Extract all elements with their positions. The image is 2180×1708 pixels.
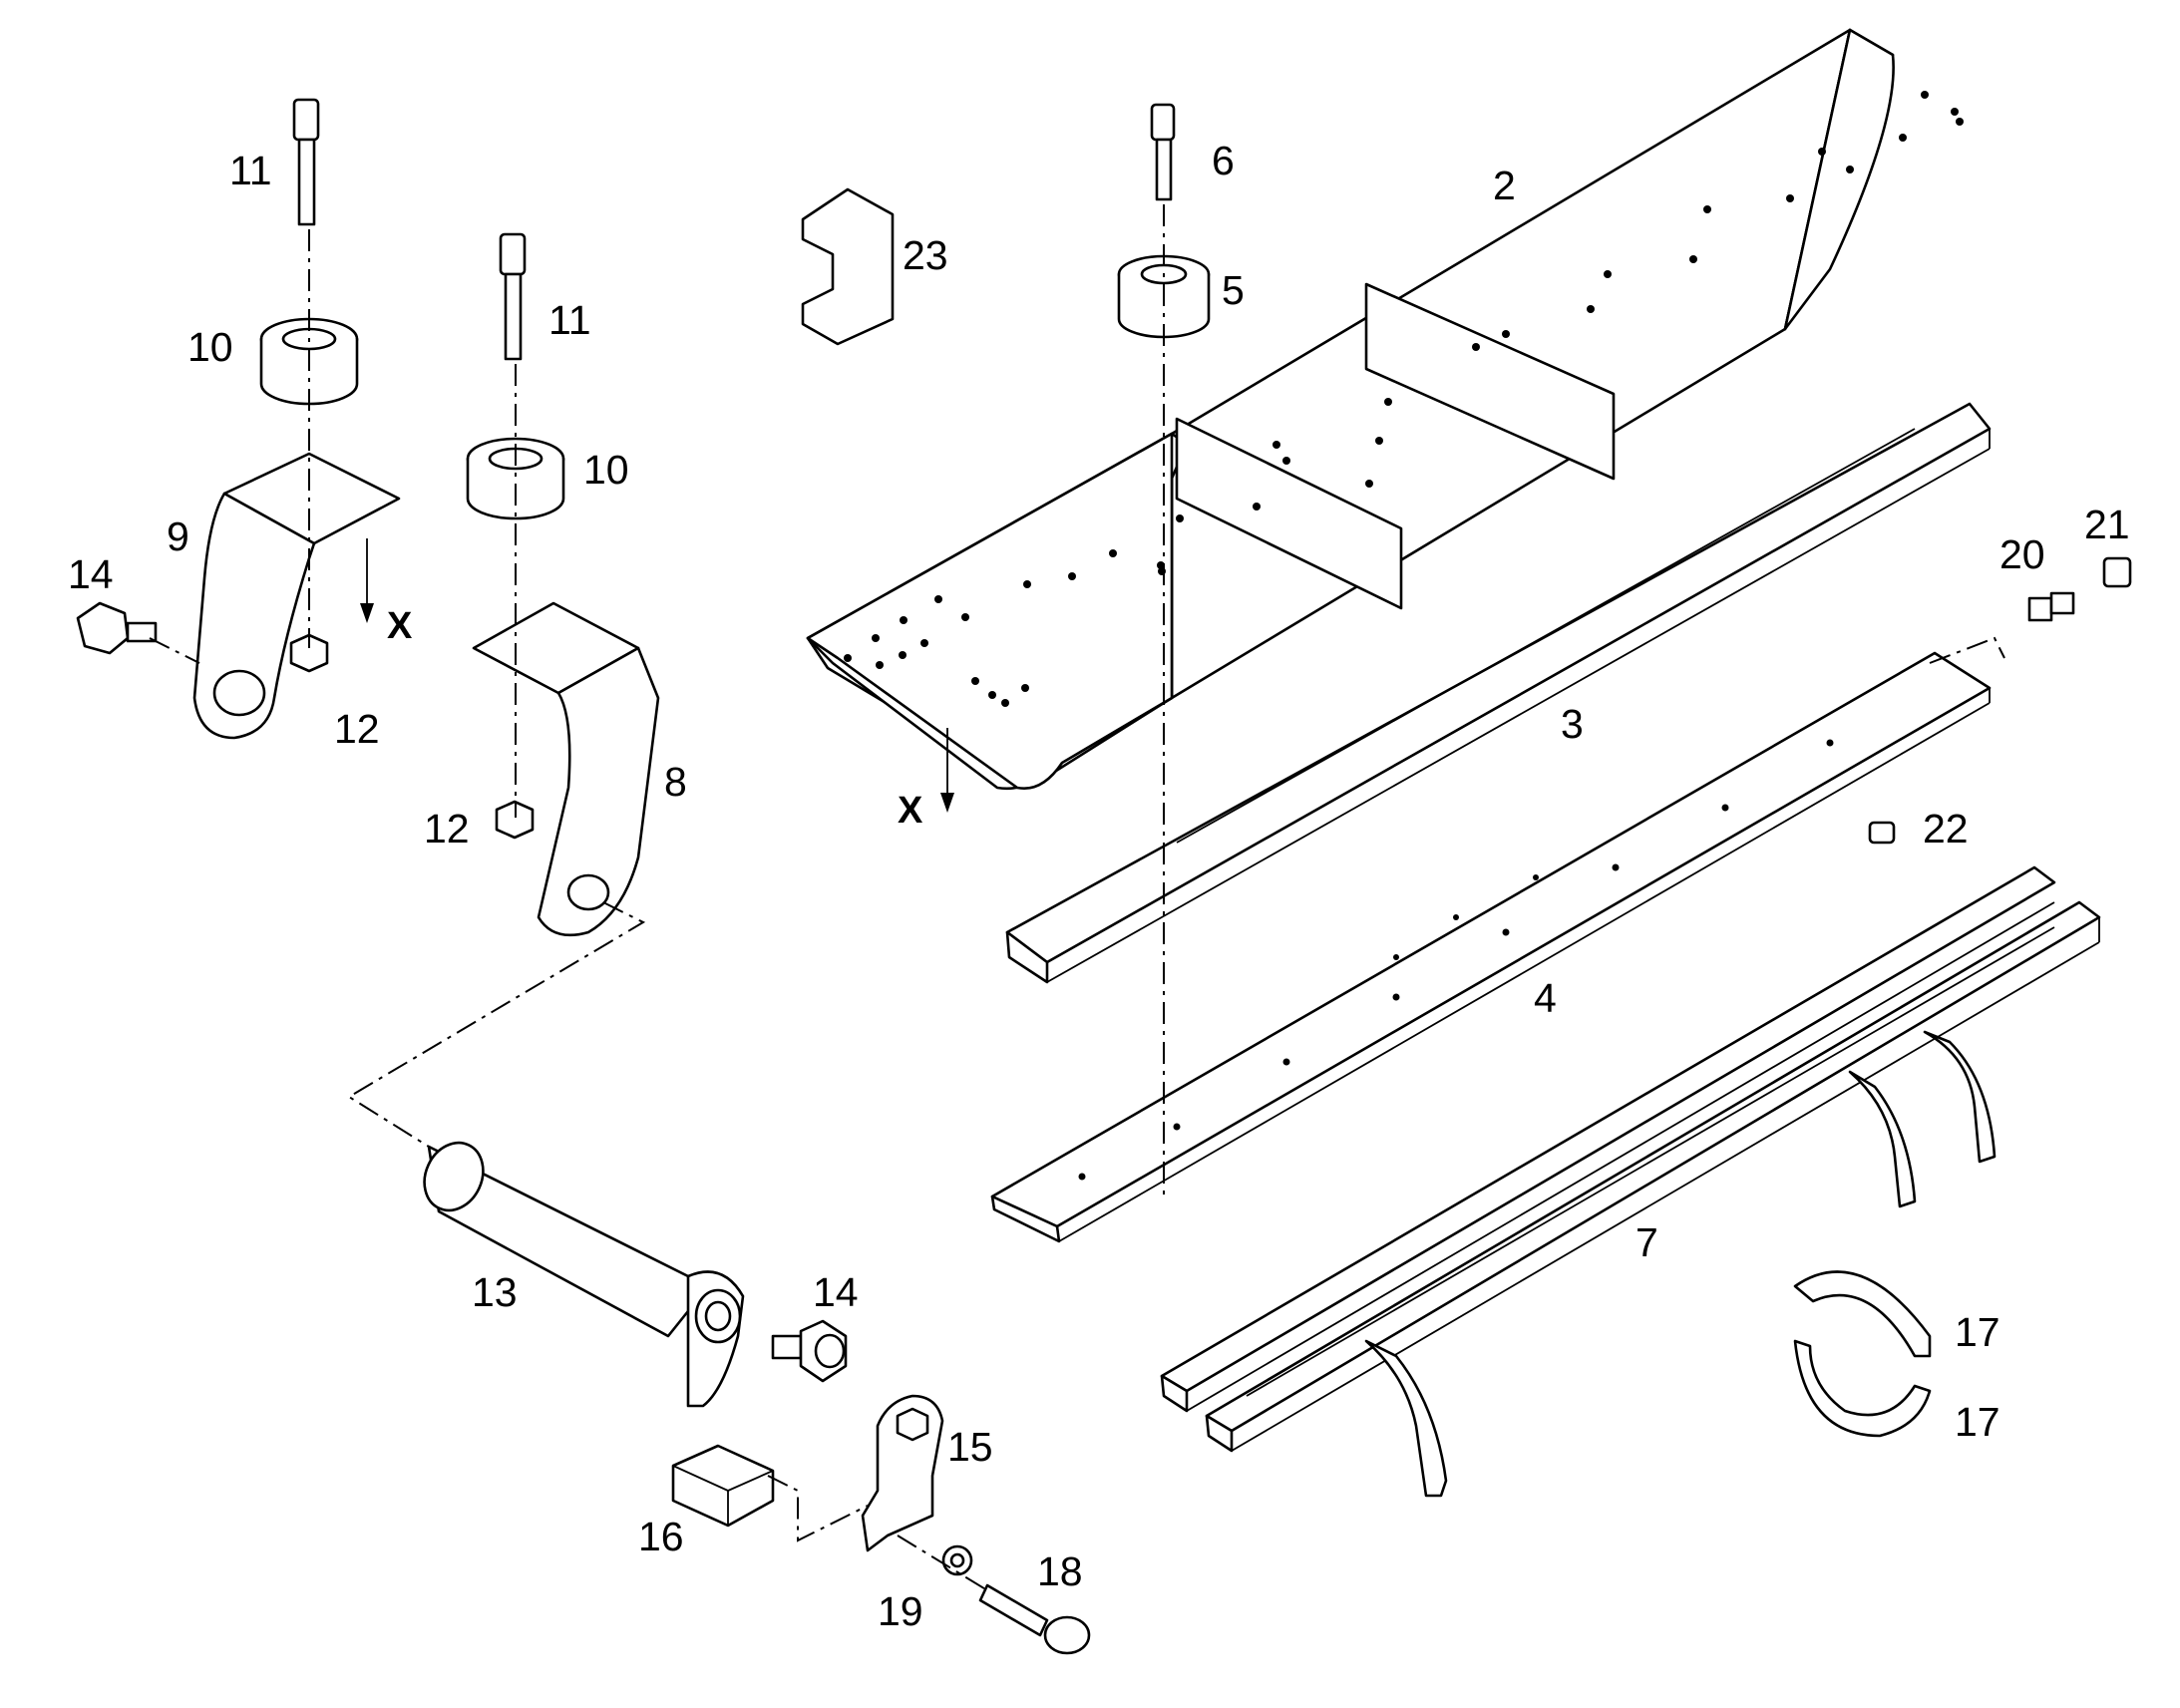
label-22: 22 (1923, 806, 1969, 852)
label-11b: 11 (548, 297, 591, 343)
label-11a: 11 (229, 148, 272, 193)
label-10b: 10 (583, 447, 629, 493)
part-11-bolt-left (292, 98, 320, 226)
label-13: 13 (472, 1269, 518, 1315)
label-17a: 17 (1955, 1309, 2000, 1355)
label-8: 8 (664, 759, 687, 805)
x-arrows (360, 538, 954, 813)
label-12b: 12 (424, 806, 470, 852)
part-17-clamp-upper (1793, 1270, 1932, 1358)
label-19: 19 (878, 1588, 923, 1634)
label-4: 4 (1534, 975, 1557, 1021)
label-14a: 14 (68, 551, 114, 597)
label-21: 21 (2084, 502, 2130, 547)
part-7-rail-frame (1160, 865, 2101, 1498)
label-7: 7 (1635, 1219, 1658, 1265)
label-14b: 14 (813, 1269, 859, 1315)
label-5: 5 (1222, 267, 1245, 313)
label-16: 16 (638, 1514, 684, 1559)
label-x-center: X (898, 790, 923, 832)
part-13-tube (423, 1141, 745, 1408)
label-18: 18 (1037, 1548, 1083, 1594)
label-9: 9 (167, 513, 189, 559)
part-9-hanger (192, 452, 401, 740)
part-labels: 2 3 4 5 6 7 8 9 10 10 11 11 12 12 13 14 … (68, 138, 2130, 1634)
part-22-screw (1868, 821, 1896, 845)
part-2-beam (806, 28, 1964, 791)
part-17-clamp-lower (1793, 1339, 1932, 1438)
part-8-hanger (472, 601, 660, 937)
assembly-lines (149, 204, 2005, 1591)
part-4-plate (990, 651, 1992, 1243)
part-21-cap (2102, 556, 2132, 588)
part-3-slotted-bar (1005, 402, 1992, 984)
label-12a: 12 (334, 706, 380, 752)
label-2: 2 (1493, 163, 1516, 208)
label-6: 6 (1212, 138, 1235, 183)
part-16-block (671, 1444, 775, 1528)
part-14-pin-right (771, 1319, 848, 1383)
part-18-bolt (978, 1583, 1091, 1655)
label-20: 20 (1999, 531, 2045, 577)
part-23-bracket (801, 187, 895, 346)
part-14-pin-left (76, 601, 158, 655)
label-15: 15 (947, 1424, 993, 1470)
part-6-bolt (1150, 103, 1176, 201)
part-11-bolt-right (499, 232, 527, 361)
label-10a: 10 (187, 324, 233, 370)
label-x-left: X (387, 605, 413, 647)
part-15-lever (861, 1394, 944, 1552)
part-19-washer (941, 1544, 973, 1576)
label-23: 23 (903, 232, 948, 278)
label-3: 3 (1561, 701, 1584, 747)
part-20-fitting (2027, 591, 2075, 622)
part-12-nut-right (495, 800, 535, 840)
label-17b: 17 (1955, 1399, 2000, 1445)
